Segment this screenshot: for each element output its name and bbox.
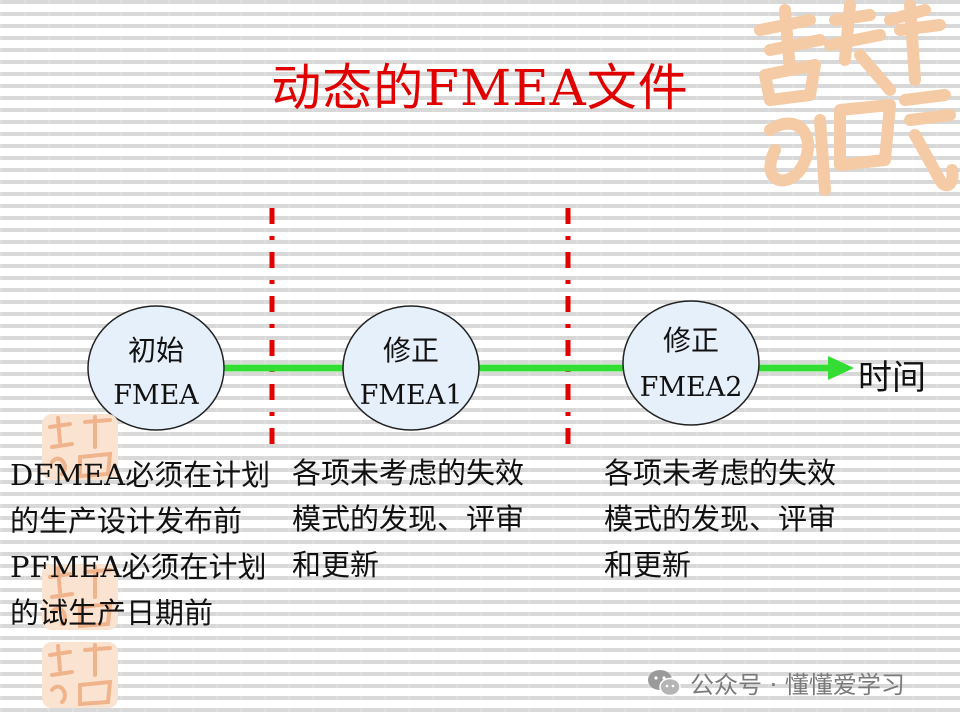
description-initial-line: PFMEA必须在计划 <box>10 550 267 584</box>
node-revised-fmea1: 修正 FMEA1 <box>342 305 480 431</box>
node-revised-fmea2-line2: FMEA2 <box>640 372 743 403</box>
watermark-text: 公众号 · 懂懂爱学习 <box>690 671 905 699</box>
description-fmea1: 各项未考虑的失效 模式的发现、评审 和更新 <box>292 450 524 588</box>
description-fmea2-line: 和更新 <box>604 548 692 582</box>
node-initial-fmea-line1: 初始 <box>128 334 184 367</box>
node-initial-fmea-line2: FMEA <box>113 380 199 411</box>
page-title: 动态的FMEA文件 <box>271 59 689 117</box>
node-revised-fmea2-line1: 修正 <box>663 324 719 357</box>
small-seal-3 <box>42 642 118 708</box>
decorative-calligraphy-seal <box>754 0 959 196</box>
description-fmea2-line: 各项未考虑的失效 <box>604 456 837 490</box>
description-fmea2-line: 模式的发现、评审 <box>604 502 837 536</box>
description-initial-line: 的试生产日期前 <box>10 596 214 630</box>
description-initial-line: DFMEA必须在计划 <box>10 458 271 492</box>
node-revised-fmea1-line1: 修正 <box>383 334 439 367</box>
node-revised-fmea2: 修正 FMEA2 <box>622 300 760 426</box>
timeline-arrowhead <box>828 356 854 380</box>
node-initial-fmea: 初始 FMEA <box>87 305 225 431</box>
description-initial-line: 的生产设计发布前 <box>10 504 243 538</box>
description-fmea1-line: 和更新 <box>292 548 380 582</box>
time-axis-label: 时间 <box>858 358 926 398</box>
watermark: 公众号 · 懂懂爱学习 <box>646 665 905 700</box>
node-revised-fmea1-line2: FMEA1 <box>360 380 463 411</box>
description-initial: DFMEA必须在计划 的生产设计发布前 PFMEA必须在计划 的试生产日期前 <box>10 452 270 636</box>
description-fmea1-line: 模式的发现、评审 <box>292 502 525 536</box>
small-seal-2 <box>42 564 118 630</box>
description-fmea2: 各项未考虑的失效 模式的发现、评审 和更新 <box>604 450 836 588</box>
small-seal-1 <box>42 414 118 480</box>
wechat-icon <box>648 669 681 696</box>
description-fmea1-line: 各项未考虑的失效 <box>292 456 525 490</box>
